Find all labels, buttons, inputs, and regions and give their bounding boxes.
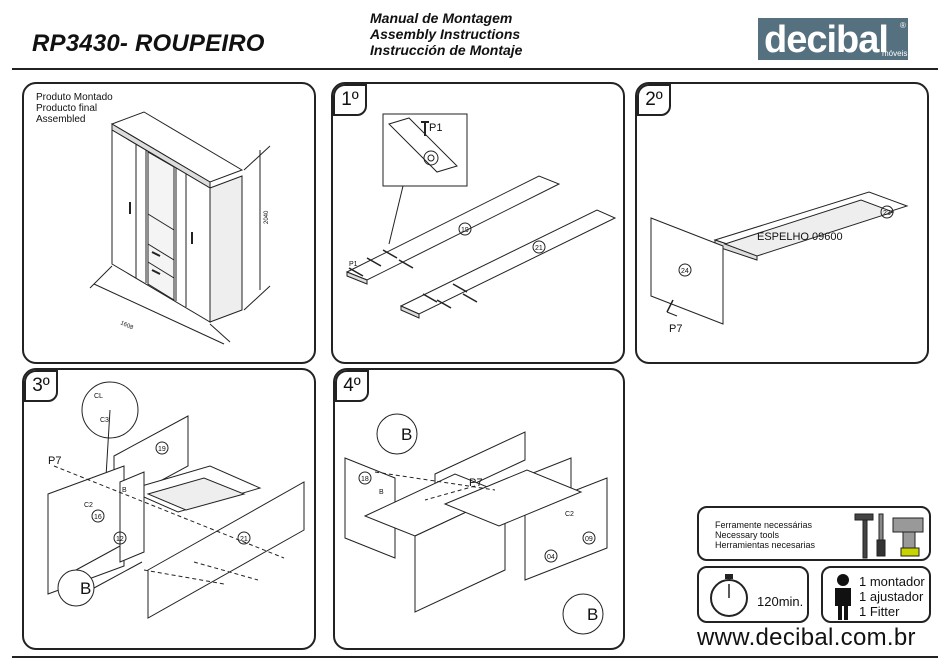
step4-part-09: 09 <box>585 536 593 543</box>
step4-number: 4º <box>335 370 369 402</box>
hammer-icon <box>854 513 874 559</box>
step3-number: 3º <box>24 370 58 402</box>
logo-registered-mark: ® <box>900 21 906 30</box>
manual-title-block: Manual de Montagem Assembly Instructions… <box>370 10 522 58</box>
step1-number: 1º <box>333 84 367 116</box>
step1-panel: 1º P1 P1 19 <box>331 82 625 364</box>
step2-part-24: 24 <box>681 268 689 275</box>
step1-detail-label: P1 <box>429 122 442 134</box>
stopwatch-icon <box>710 574 748 617</box>
time-box: 120min. <box>697 566 809 623</box>
step3-detail-cl: CL <box>94 393 103 400</box>
tools-caption-pt: Ferramente necessárias <box>715 520 813 530</box>
logo-subtitle: móveis <box>882 49 907 58</box>
screwdriver-icon <box>876 513 886 557</box>
step4-big-b-top: B <box>401 425 412 444</box>
assembled-caption-pt: Produto Montado <box>36 92 113 103</box>
tools-caption: Ferramente necessárias Necessary tools H… <box>715 520 815 550</box>
step4-panel: 4º B B 18 04 09 B C2 P7 <box>333 368 625 650</box>
step1-screw-label: P1 <box>349 261 358 268</box>
tools-caption-es: Herramientas necesarias <box>715 540 816 550</box>
manual-title-es: Instrucción de Montaje <box>370 42 523 58</box>
step3-part-12: 12 <box>116 536 124 543</box>
step4-big-b-bottom: B <box>587 605 598 624</box>
step3-part-19: 19 <box>158 446 166 453</box>
step2-number: 2º <box>637 84 671 116</box>
step3-screw-label: P7 <box>48 455 61 467</box>
decibal-logo: decibal ® móveis <box>758 14 908 64</box>
fitters-caption-pt: 1 montador <box>859 574 925 589</box>
footer-rule <box>12 656 938 658</box>
step2-panel: 2º ESPELHO 09600 23 24 P7 <box>635 82 929 364</box>
wardrobe-illustration: 2040 1608 <box>89 111 271 345</box>
step1-part-19: 19 <box>461 227 469 234</box>
assembled-caption-en: Assembled <box>36 114 86 125</box>
step4-part-18: 18 <box>361 476 369 483</box>
step3-panel: 3º CL C3 <box>22 368 316 650</box>
step3-part-16: 16 <box>94 514 102 521</box>
tools-box: Ferramente necessárias Necessary tools H… <box>697 506 931 561</box>
person-icon <box>835 574 851 620</box>
step1-illustration: P1 P1 19 21 <box>345 113 617 319</box>
step3-illustration: CL C3 19 21 16 12 C2 B P7 B <box>47 381 305 619</box>
step4-illustration: B B 18 04 09 B C2 P7 <box>344 413 608 635</box>
website-url: www.decibal.com.br <box>697 624 916 651</box>
fitters-caption-en: 1 Fitter <box>859 604 900 619</box>
step1-part-21: 21 <box>535 245 543 252</box>
step2-screw-label: P7 <box>669 323 682 335</box>
width-dimension: 1608 <box>119 320 134 331</box>
step2-illustration: ESPELHO 09600 23 24 P7 <box>650 191 909 335</box>
fitters-caption: 1 montador 1 ajustador 1 Fitter <box>859 574 925 619</box>
step2-mirror-label: ESPELHO 09600 <box>757 231 843 243</box>
step2-part-23: 23 <box>883 210 891 217</box>
drill-icon <box>892 517 924 557</box>
step4-label-b: B <box>379 489 384 496</box>
fitters-caption-es: 1 ajustador <box>859 589 924 604</box>
product-title: RP3430- ROUPEIRO <box>32 30 265 57</box>
step3-label-c2: C2 <box>84 502 93 509</box>
tools-caption-en: Necessary tools <box>715 530 780 540</box>
step3-big-b: B <box>80 579 91 598</box>
height-dimension: 2040 <box>264 210 270 224</box>
assembled-caption: Produto Montado Producto final Assembled <box>36 92 113 125</box>
fitters-box: 1 montador 1 ajustador 1 Fitter <box>821 566 931 623</box>
step3-detail-c3: C3 <box>100 417 109 424</box>
logo-wordmark: decibal <box>764 19 888 61</box>
manual-title-pt: Manual de Montagem <box>370 10 513 26</box>
step3-part-21: 21 <box>240 536 248 543</box>
assembled-caption-es: Producto final <box>36 103 98 114</box>
manual-title-en: Assembly Instructions <box>370 26 521 42</box>
tools-icons <box>854 513 924 559</box>
step3-label-b: B <box>122 487 127 494</box>
header-rule <box>12 68 938 70</box>
step4-part-04: 04 <box>547 554 555 561</box>
assembled-panel: Produto Montado Producto final Assembled <box>22 82 316 364</box>
step4-label-c2: C2 <box>565 511 574 518</box>
step4-screw-label: P7 <box>469 477 482 489</box>
assembly-time: 120min. <box>757 594 804 609</box>
